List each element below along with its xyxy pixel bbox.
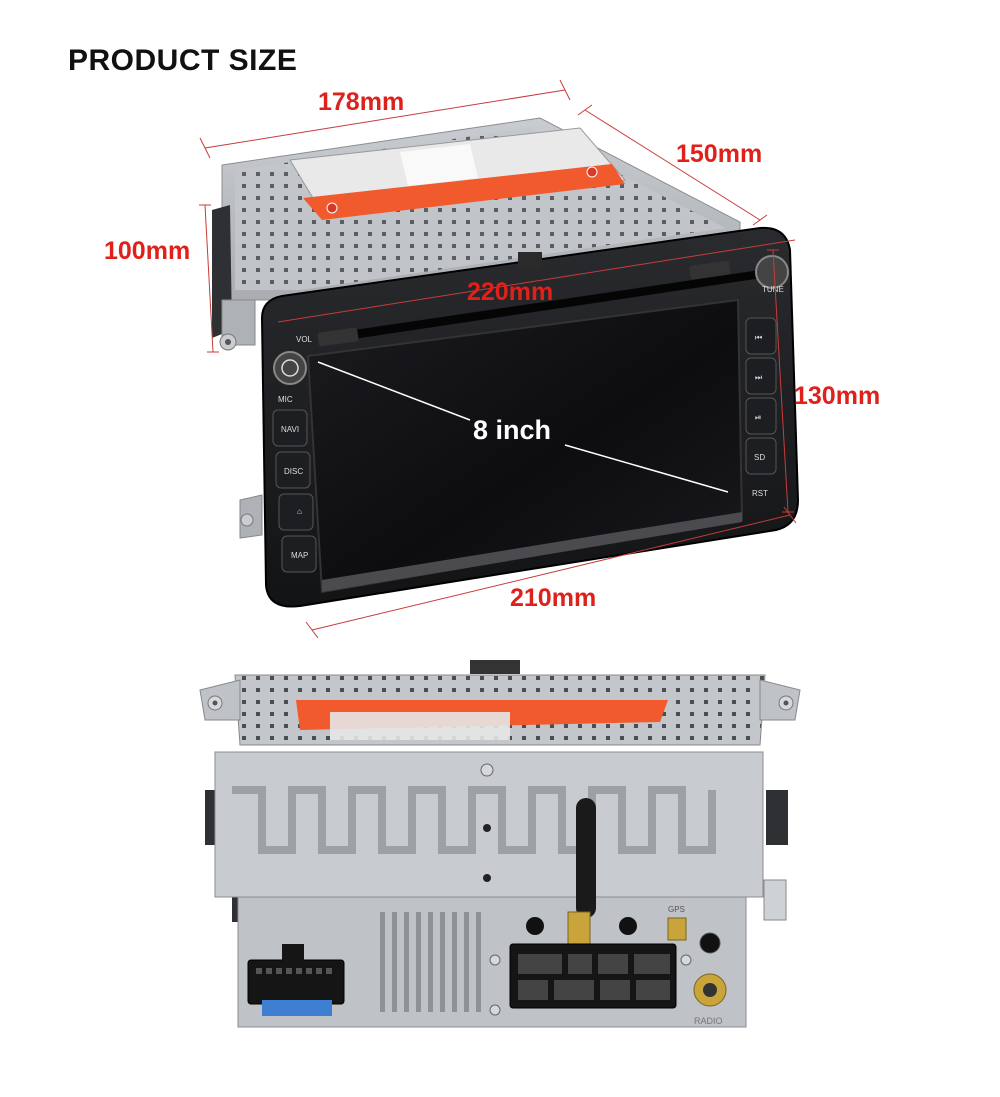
dim-line-150: [584, 109, 761, 221]
left-button-column: NAVI DISC ⌂ MAP MIC VOL: [272, 335, 317, 573]
gps-label: GPS: [668, 905, 685, 914]
dim-line-210: [311, 514, 791, 631]
dim-line-220: [277, 239, 796, 323]
power-icon: [281, 359, 299, 377]
wifi-antenna: [576, 798, 596, 918]
chassis-left-side: [212, 205, 263, 539]
radio-label: RADIO: [694, 1016, 723, 1026]
tune-knob: [755, 255, 789, 289]
page-title: PRODUCT SIZE: [68, 44, 298, 77]
iso-connector-left: [247, 959, 345, 1005]
map-button-label: MAP: [291, 551, 308, 560]
dim-line-178: [204, 89, 566, 149]
rear-unit: GPS RADIO: [199, 660, 801, 1028]
disc-button-label: DISC: [284, 467, 303, 476]
dimension-178mm: 178mm: [318, 88, 405, 116]
play-pause-icon: ⏯: [755, 413, 761, 422]
vol-label: VOL: [296, 335, 313, 344]
home-icon: ⌂: [297, 507, 302, 516]
dimension-220mm: 220mm: [467, 278, 554, 306]
dimension-210mm: 210mm: [510, 584, 597, 612]
dimension-130mm: 130mm: [794, 382, 881, 410]
power-knob: [273, 351, 307, 385]
diagonal-line-lower: [564, 444, 729, 493]
gps-port: [667, 917, 687, 941]
radio-port-top: [699, 932, 721, 954]
dim-line-100: [204, 204, 214, 353]
sd-button-label: SD: [754, 453, 765, 462]
navi-button-label: NAVI: [281, 425, 299, 434]
dim-line-130: [772, 249, 789, 513]
rst-label: RST: [752, 489, 768, 498]
diagonal-line-upper: [317, 361, 471, 421]
next-track-icon: ⏭: [755, 373, 762, 382]
tune-label: TUNE: [762, 285, 784, 294]
blue-fuse: [262, 1000, 332, 1016]
dimension-lines: [199, 79, 797, 639]
prev-track-icon: ⏮: [755, 333, 762, 342]
right-button-column: TUNE ⏮ ⏭ ⏯ SD RST: [745, 255, 789, 498]
dimension-100mm: 100mm: [104, 237, 191, 265]
mic-label: MIC: [278, 395, 293, 404]
dimension-150mm: 150mm: [676, 140, 763, 168]
screen-size-label: 8 inch: [473, 415, 552, 445]
